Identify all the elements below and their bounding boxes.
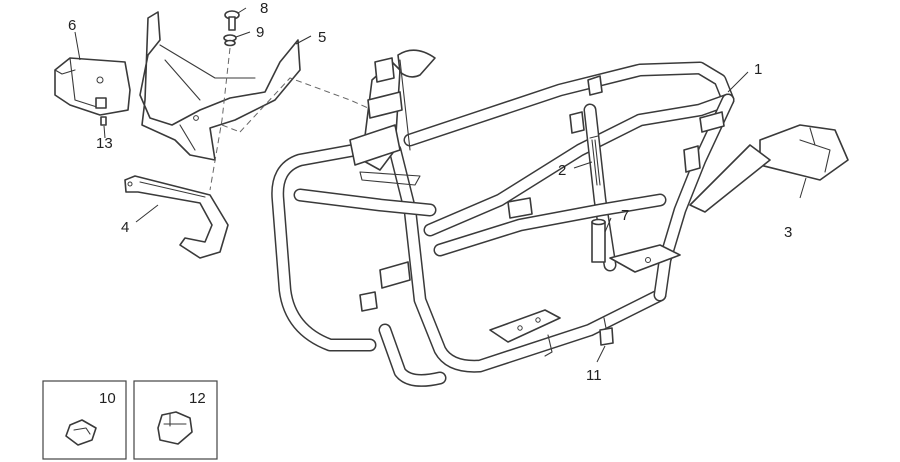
callout-11: 11 xyxy=(586,367,602,384)
callout-4: 4 xyxy=(121,219,129,236)
callout-2: 2 xyxy=(558,162,566,179)
callout-6: 6 xyxy=(68,17,76,34)
inset-box-10 xyxy=(42,380,127,460)
callout-10: 10 xyxy=(99,390,116,407)
main-frame xyxy=(271,49,735,387)
callout-9: 9 xyxy=(256,24,264,41)
part-3-rear-bracket xyxy=(689,124,849,213)
part-11-bolt xyxy=(599,317,614,346)
callout-5: 5 xyxy=(318,29,326,46)
callout-8: 8 xyxy=(260,0,268,17)
leader-lines xyxy=(74,7,807,363)
callout-1: 1 xyxy=(754,61,762,78)
callout-3: 3 xyxy=(784,224,792,241)
inset-box-12 xyxy=(133,380,218,460)
part-7-sleeve xyxy=(591,218,606,263)
part-8-bolt xyxy=(224,10,240,31)
callout-7: 7 xyxy=(621,207,629,224)
callout-12: 12 xyxy=(189,390,206,407)
part-6-box xyxy=(54,57,131,116)
part-9-nut xyxy=(223,34,237,47)
part-5-front-bracket xyxy=(139,11,301,161)
part-2-pin xyxy=(589,135,601,186)
callout-13: 13 xyxy=(96,135,113,152)
part-4-lower-bracket xyxy=(124,175,229,259)
part-13-screw xyxy=(100,116,107,126)
assembly-dashed-lines xyxy=(209,47,369,191)
